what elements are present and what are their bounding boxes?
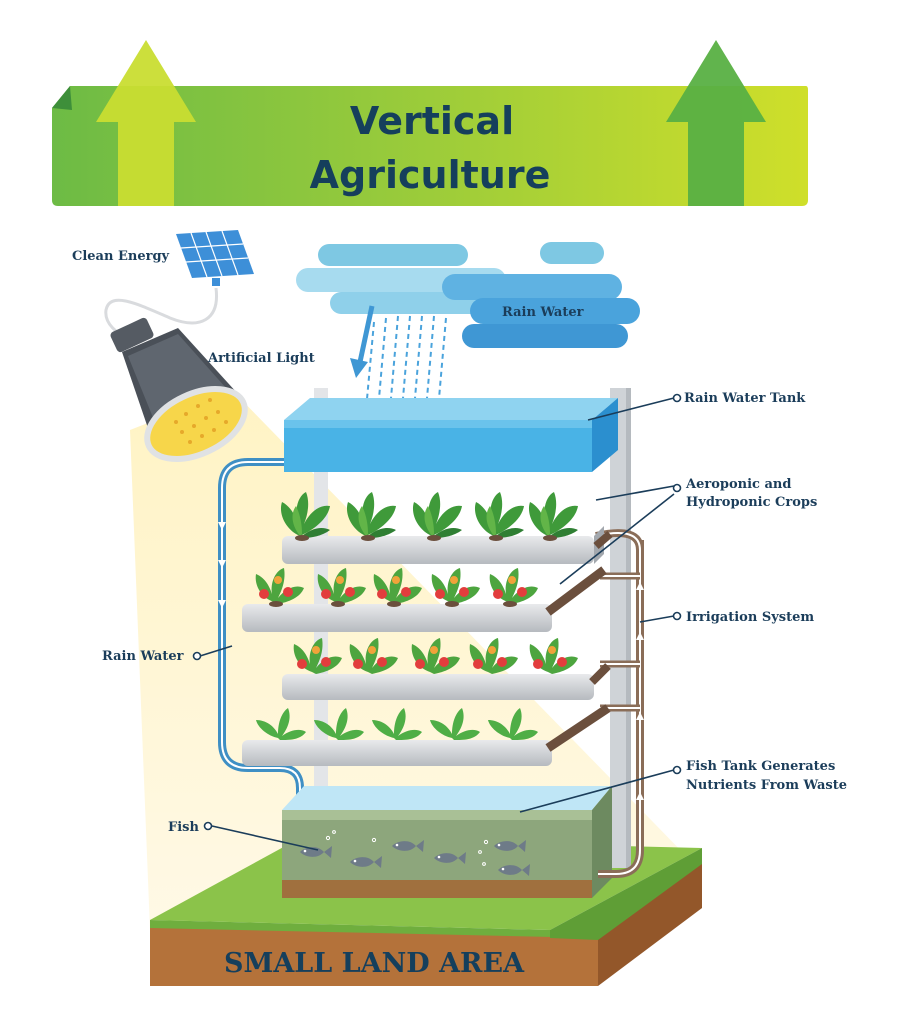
leader-dots	[192, 393, 682, 831]
crop-shelves	[242, 526, 613, 766]
leafy-plant-icon	[474, 492, 524, 541]
label-fish: Fish	[168, 820, 199, 835]
rain-arrow	[350, 305, 375, 378]
lamp-cable	[104, 287, 218, 340]
shelf-4	[242, 704, 611, 766]
label-fish-tank-line-1: Fish Tank Generates	[686, 759, 835, 774]
label-irrigation-system: Irrigation System	[686, 610, 814, 625]
small-land-area-label: SMALL LAND AREA	[224, 948, 525, 979]
label-fish-tank-line-2: Nutrients From Waste	[686, 778, 847, 793]
title-line-2: Agriculture	[310, 153, 551, 197]
label-crops-line-1: Aeroponic and	[685, 477, 791, 492]
label-crops-line-2: Hydroponic Crops	[686, 495, 817, 510]
solar-panel-icon	[176, 230, 254, 286]
label-rain-water-pipe: Rain Water	[102, 649, 184, 664]
label-rain-water-cloud: Rain Water	[502, 305, 584, 320]
lamp-icon	[110, 317, 248, 462]
rain-water-pipe	[218, 458, 304, 808]
strawberry-plant-icon	[317, 568, 366, 607]
strawberry-plant-icon	[255, 568, 304, 607]
strawberry-plant-icon	[373, 568, 422, 607]
up-arrow-icon	[666, 40, 766, 206]
leader-lines	[199, 397, 675, 851]
cloud-icon	[442, 274, 640, 348]
rain-drops	[365, 315, 447, 411]
leafy-plant-icon	[528, 492, 578, 541]
label-artificial-light: Artificial Light	[207, 351, 315, 366]
up-arrow-icon	[96, 40, 196, 206]
strawberry-plant-icon	[431, 568, 480, 607]
title-line-1: Vertical	[350, 99, 514, 143]
fish-tank	[282, 786, 612, 898]
shelf-2	[242, 566, 607, 632]
leafy-plant-icon	[280, 492, 330, 541]
strawberry-crops-1	[255, 568, 538, 607]
rain-water-tank	[284, 398, 618, 472]
shelf-3	[282, 663, 611, 700]
leafy-plant-icon	[346, 492, 396, 541]
label-clean-energy: Clean Energy	[72, 249, 170, 264]
strawberry-plant-icon	[489, 568, 538, 607]
shelf-1	[282, 526, 613, 564]
leafy-crops	[280, 492, 578, 541]
title-banner: Vertical Agriculture	[52, 40, 808, 206]
label-rain-water-tank: Rain Water Tank	[684, 391, 806, 406]
leafy-plant-icon	[412, 492, 462, 541]
strawberry-plant-icon	[529, 638, 578, 674]
